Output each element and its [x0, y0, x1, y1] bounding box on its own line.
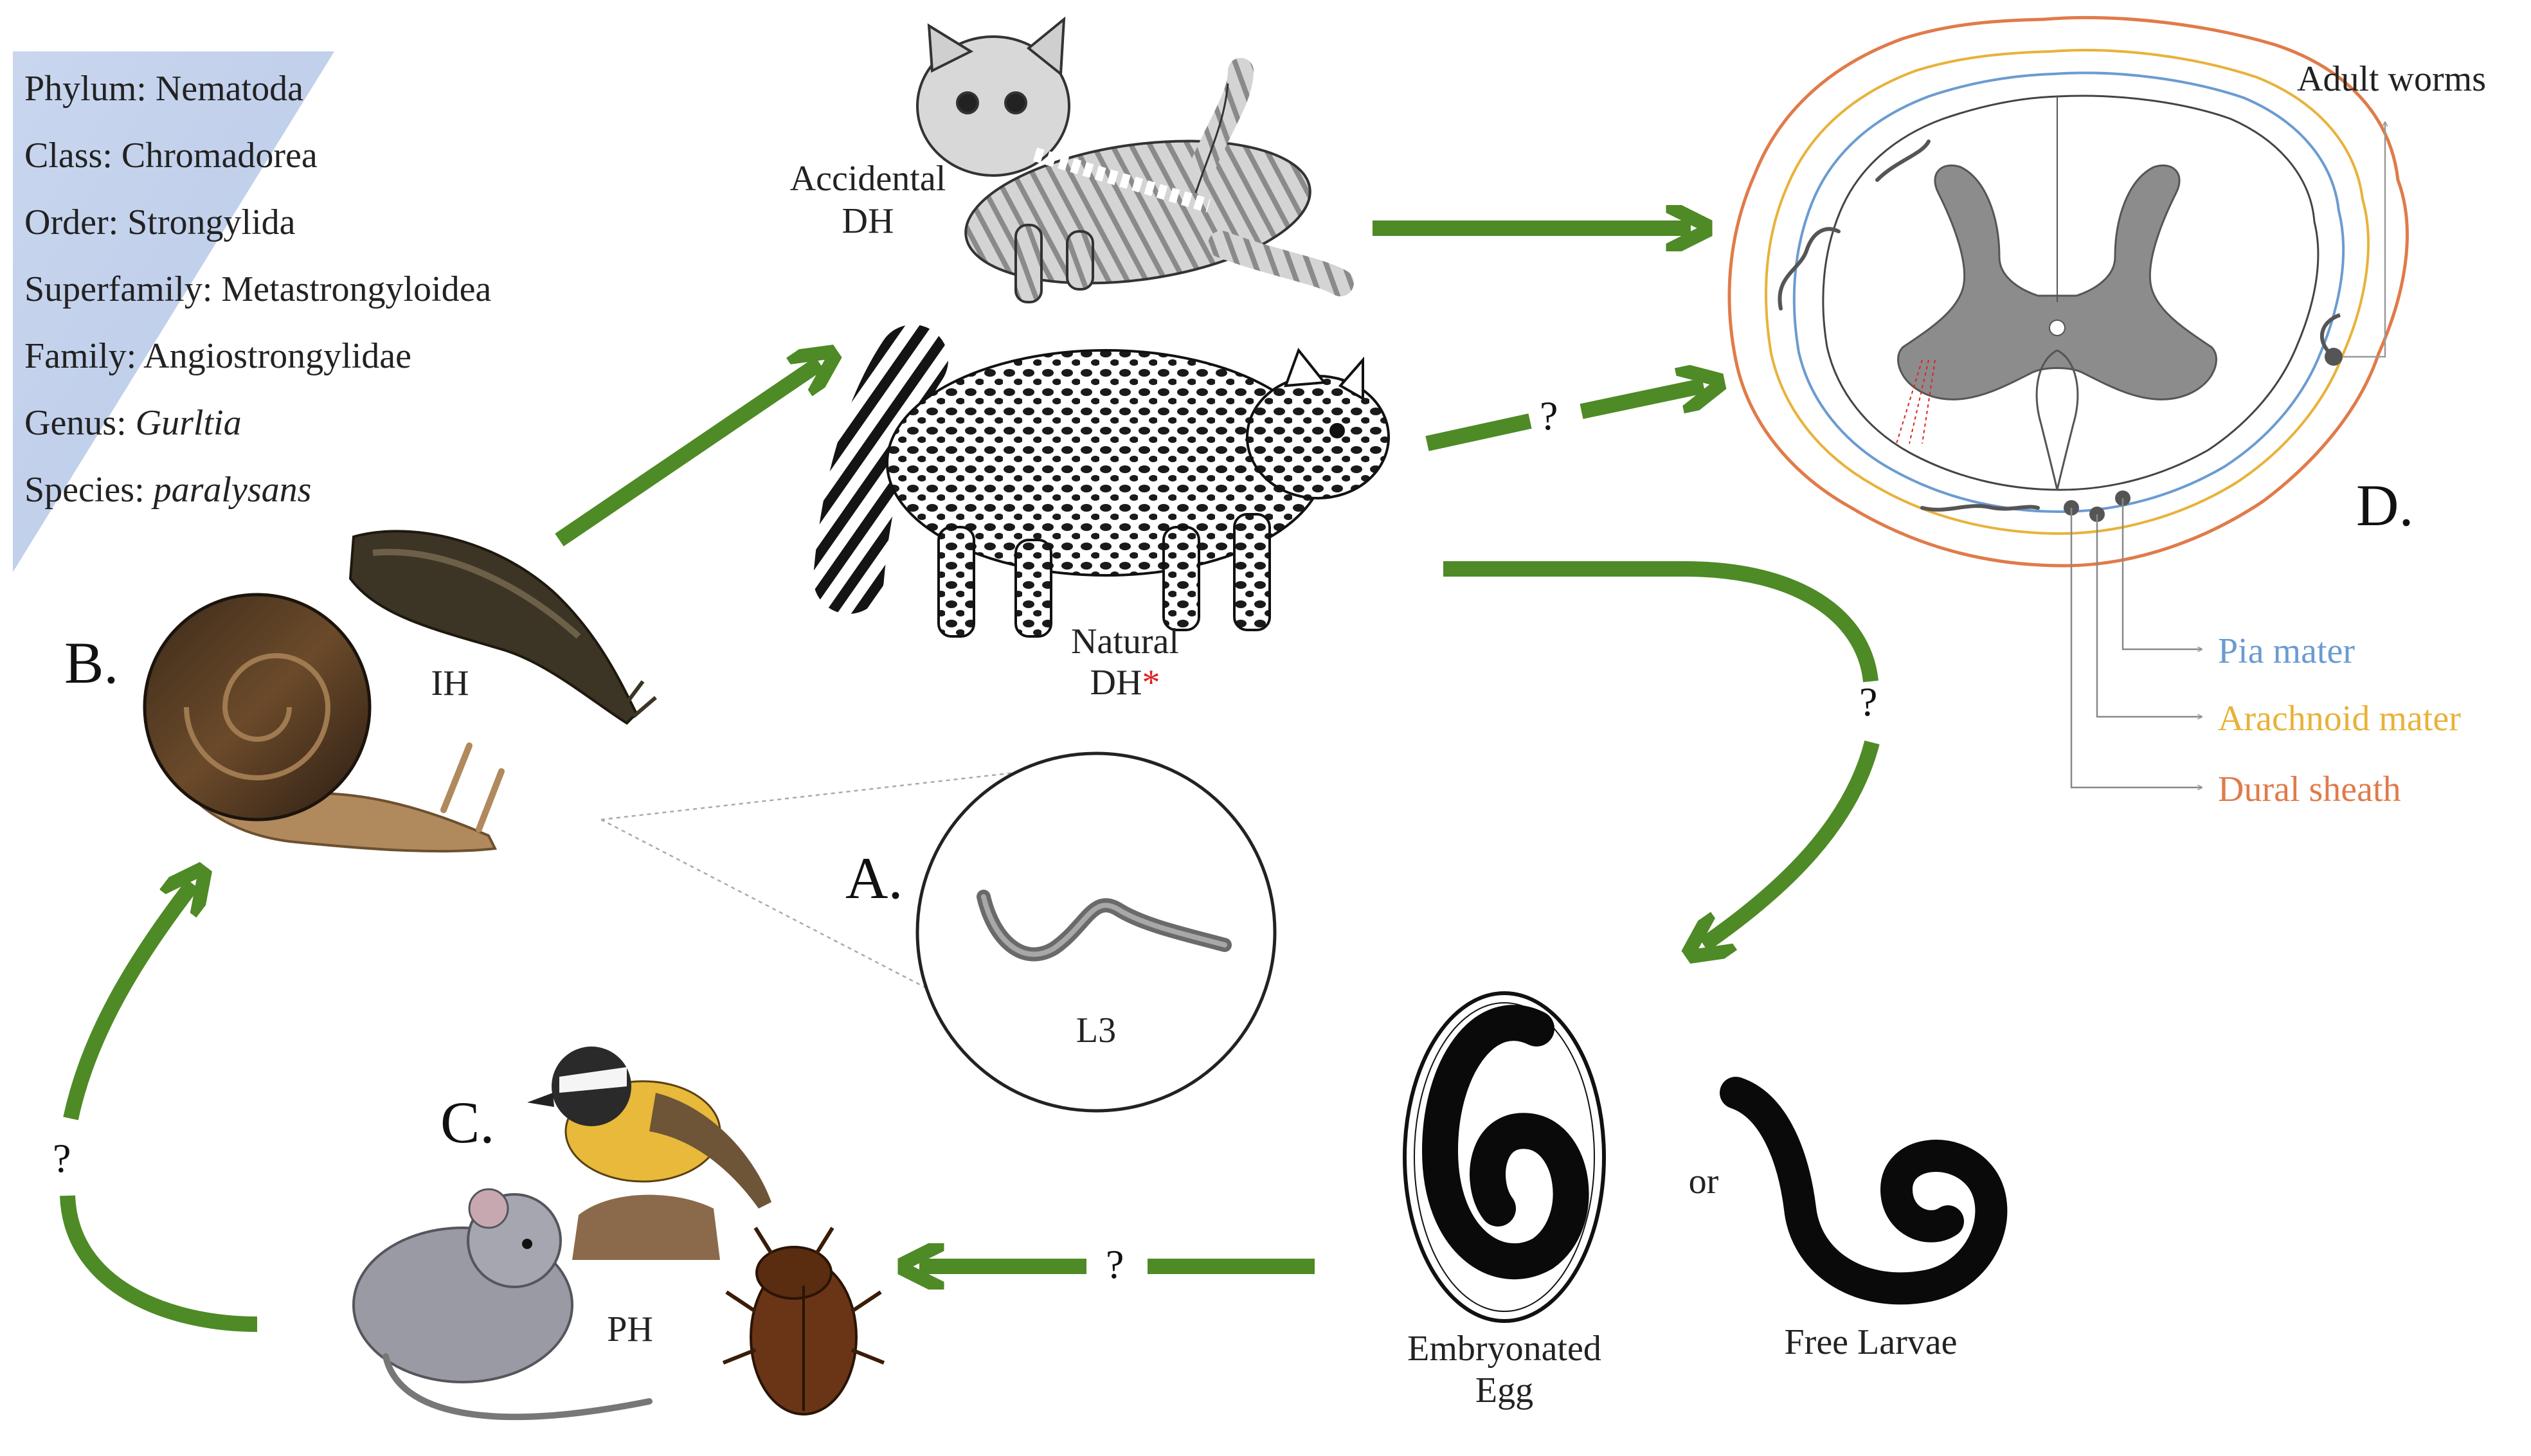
arachnoid-mater-label: Arachnoid mater: [2218, 699, 2461, 739]
accidental-dh-label-line1: Accidental: [789, 159, 946, 199]
egg-label-line2: Egg: [1475, 1371, 1534, 1410]
dural-sheath-layer: [1727, 15, 2409, 568]
pia-mater-label: Pia mater: [2218, 631, 2355, 671]
species-prefix: Species:: [24, 470, 154, 510]
natural-dh-text: DH: [1090, 663, 1142, 703]
unknown-ph-to-ih: ?: [53, 1135, 71, 1181]
unknown-natural-to-cord: ?: [1540, 393, 1558, 438]
l3-larva-circle: [915, 751, 1277, 1113]
species-name: paralysans: [153, 470, 312, 510]
arrow-natural-to-cord-a: [1425, 413, 1532, 451]
egg-larva-illustration: [1403, 991, 1606, 1323]
unknown-dh-to-egg: ?: [1859, 679, 1878, 724]
arachnoid-layer: [1765, 49, 2370, 535]
egg-label-line1: Embryonated: [1407, 1329, 1601, 1369]
mouse-illustration: [352, 1188, 653, 1420]
l3-label: L3: [1076, 1011, 1117, 1050]
arrow-natural-to-cord-b: [1580, 386, 1704, 419]
wild-cat-illustration: [813, 325, 1390, 638]
free-larvae-label: Free Larvae: [1784, 1322, 1958, 1362]
spinal-cord-cross-section: [1727, 15, 2409, 787]
slug-illustration: [348, 530, 657, 725]
accidental-dh-label-line2: DH: [842, 201, 894, 241]
taxonomy-family: Family: Angiostrongylidae: [24, 336, 411, 376]
taxonomy-superfamily: Superfamily: Metastrongyloidea: [24, 269, 492, 309]
arrow-dh-to-egg-a: [1443, 561, 1878, 683]
intermediate-host-label: IH: [431, 663, 469, 703]
taxonomy-phylum: Phylum: Nematoda: [24, 69, 303, 109]
taxonomy-order: Order: Strongylida: [24, 202, 296, 242]
genus-prefix: Genus:: [24, 403, 136, 443]
gray-matter: [1897, 164, 2217, 400]
adult-worms-label: Adult worms: [2297, 59, 2486, 99]
natural-dh-label-line2: DH*: [1035, 665, 1215, 701]
beetle-illustration: [722, 1227, 885, 1416]
unknown-egg-to-ph: ?: [1106, 1241, 1124, 1287]
taxonomy-class: Class: Chromadorea: [24, 136, 318, 175]
snail-illustration: [143, 593, 505, 853]
cycle-arrows: [60, 228, 1880, 1332]
panel-label-b: B.: [64, 630, 119, 696]
dural-sheath-label: Dural sheath: [2218, 769, 2401, 809]
arrow-ph-to-ih-b: [63, 884, 193, 1120]
genus-name: Gurltia: [135, 403, 242, 443]
paratenic-host-label: PH: [607, 1309, 653, 1349]
taxonomy-genus: Genus: Gurltia: [24, 405, 242, 441]
adult-worm-marks: [1778, 139, 2040, 512]
panel-label-d: D.: [2356, 472, 2414, 538]
natural-dh-label-line1: Natural: [1071, 622, 1179, 661]
panel-label-c: C.: [440, 1090, 495, 1155]
taxonomy-species: Species: paralysans: [24, 472, 311, 508]
or-label: or: [1688, 1162, 1719, 1201]
kitten-illustration: [916, 16, 1354, 303]
coiled-larva-illustration: [1720, 1077, 2008, 1305]
arrow-dh-to-egg-b: [1704, 741, 1880, 945]
panel-label-a: A.: [845, 845, 903, 911]
bird-illustration: [527, 1047, 771, 1260]
taxonomy-background: [13, 51, 334, 572]
pia-layer: [1792, 71, 2345, 514]
arrow-ph-to-ih-a: [60, 1195, 258, 1332]
arrow-ih-to-dh: [555, 363, 820, 546]
natural-dh-asterisk: *: [1142, 663, 1160, 703]
